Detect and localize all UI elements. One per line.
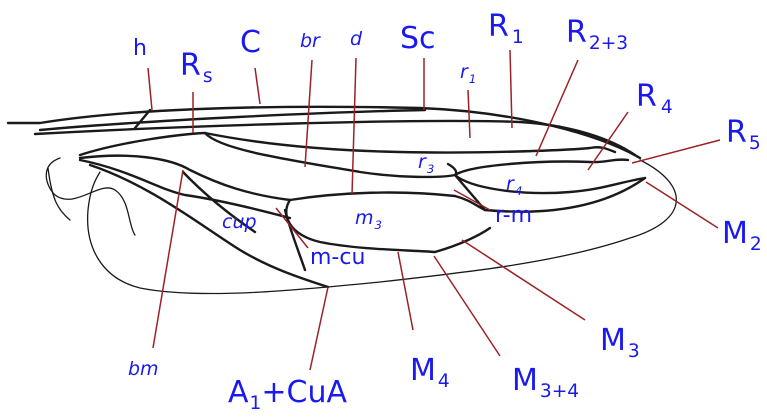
leader-bm	[152, 169, 184, 349]
wing-alula-line	[47, 167, 71, 221]
leader-m4	[397, 251, 414, 331]
vein-m3	[433, 226, 492, 254]
vein-r4	[446, 162, 458, 177]
vein-a1-cua	[88, 163, 330, 289]
vein-r5	[453, 173, 647, 195]
label-a1-cua: A1+CuA	[228, 375, 347, 414]
vein-r2-3	[203, 131, 617, 154]
vein-m-stem	[78, 154, 292, 202]
label-r1-cell: r1	[460, 61, 476, 86]
label-r3-cell: r3	[418, 151, 434, 176]
label-r4-cell: r4	[506, 173, 522, 198]
label-sc: Sc	[400, 21, 436, 56]
leader-h	[147, 67, 153, 111]
label-r-m: r-m	[495, 203, 532, 228]
wing-axillary-lobe	[45, 157, 136, 236]
leader-m2	[645, 181, 719, 229]
leader-r5	[631, 139, 721, 164]
label-m-cu: m-cu	[310, 245, 365, 270]
leader-m3	[461, 239, 586, 321]
vein-cup-lower	[181, 170, 257, 234]
leader-r1	[509, 49, 513, 129]
leader-br	[304, 59, 313, 168]
vein-subcosta	[38, 108, 427, 132]
vein-humeral	[133, 108, 152, 130]
label-c: C	[240, 25, 261, 60]
wing-outline	[45, 157, 677, 295]
label-h: h	[133, 36, 147, 61]
wing-veins	[6, 105, 647, 289]
leader-r-m	[453, 189, 491, 211]
leader-m-cu	[275, 207, 309, 249]
label-cup-cell: cup	[222, 211, 257, 233]
vein-r4-upper	[453, 158, 630, 177]
leader-a1-cua	[309, 286, 329, 371]
label-bm-cell: bm	[128, 358, 159, 380]
vein-r1	[33, 119, 637, 157]
wing-posterior-margin	[86, 159, 677, 295]
label-br: br	[300, 30, 321, 52]
label-m3-cell: m3	[355, 207, 382, 232]
vein-m1-2	[288, 176, 647, 213]
leader-lines	[147, 49, 721, 371]
vein-costa	[6, 105, 642, 160]
vein-m-cu	[283, 208, 307, 272]
leader-r1-label	[467, 89, 471, 139]
vein-rs-stem	[78, 131, 207, 157]
vein-r4-5	[203, 131, 457, 179]
leader-r4	[587, 111, 629, 171]
leader-r2-3	[535, 59, 579, 157]
label-d: d	[350, 28, 363, 50]
vein-cua	[78, 158, 292, 220]
leader-m3-4	[433, 255, 501, 357]
leader-c	[254, 67, 261, 105]
leader-d	[351, 57, 357, 196]
